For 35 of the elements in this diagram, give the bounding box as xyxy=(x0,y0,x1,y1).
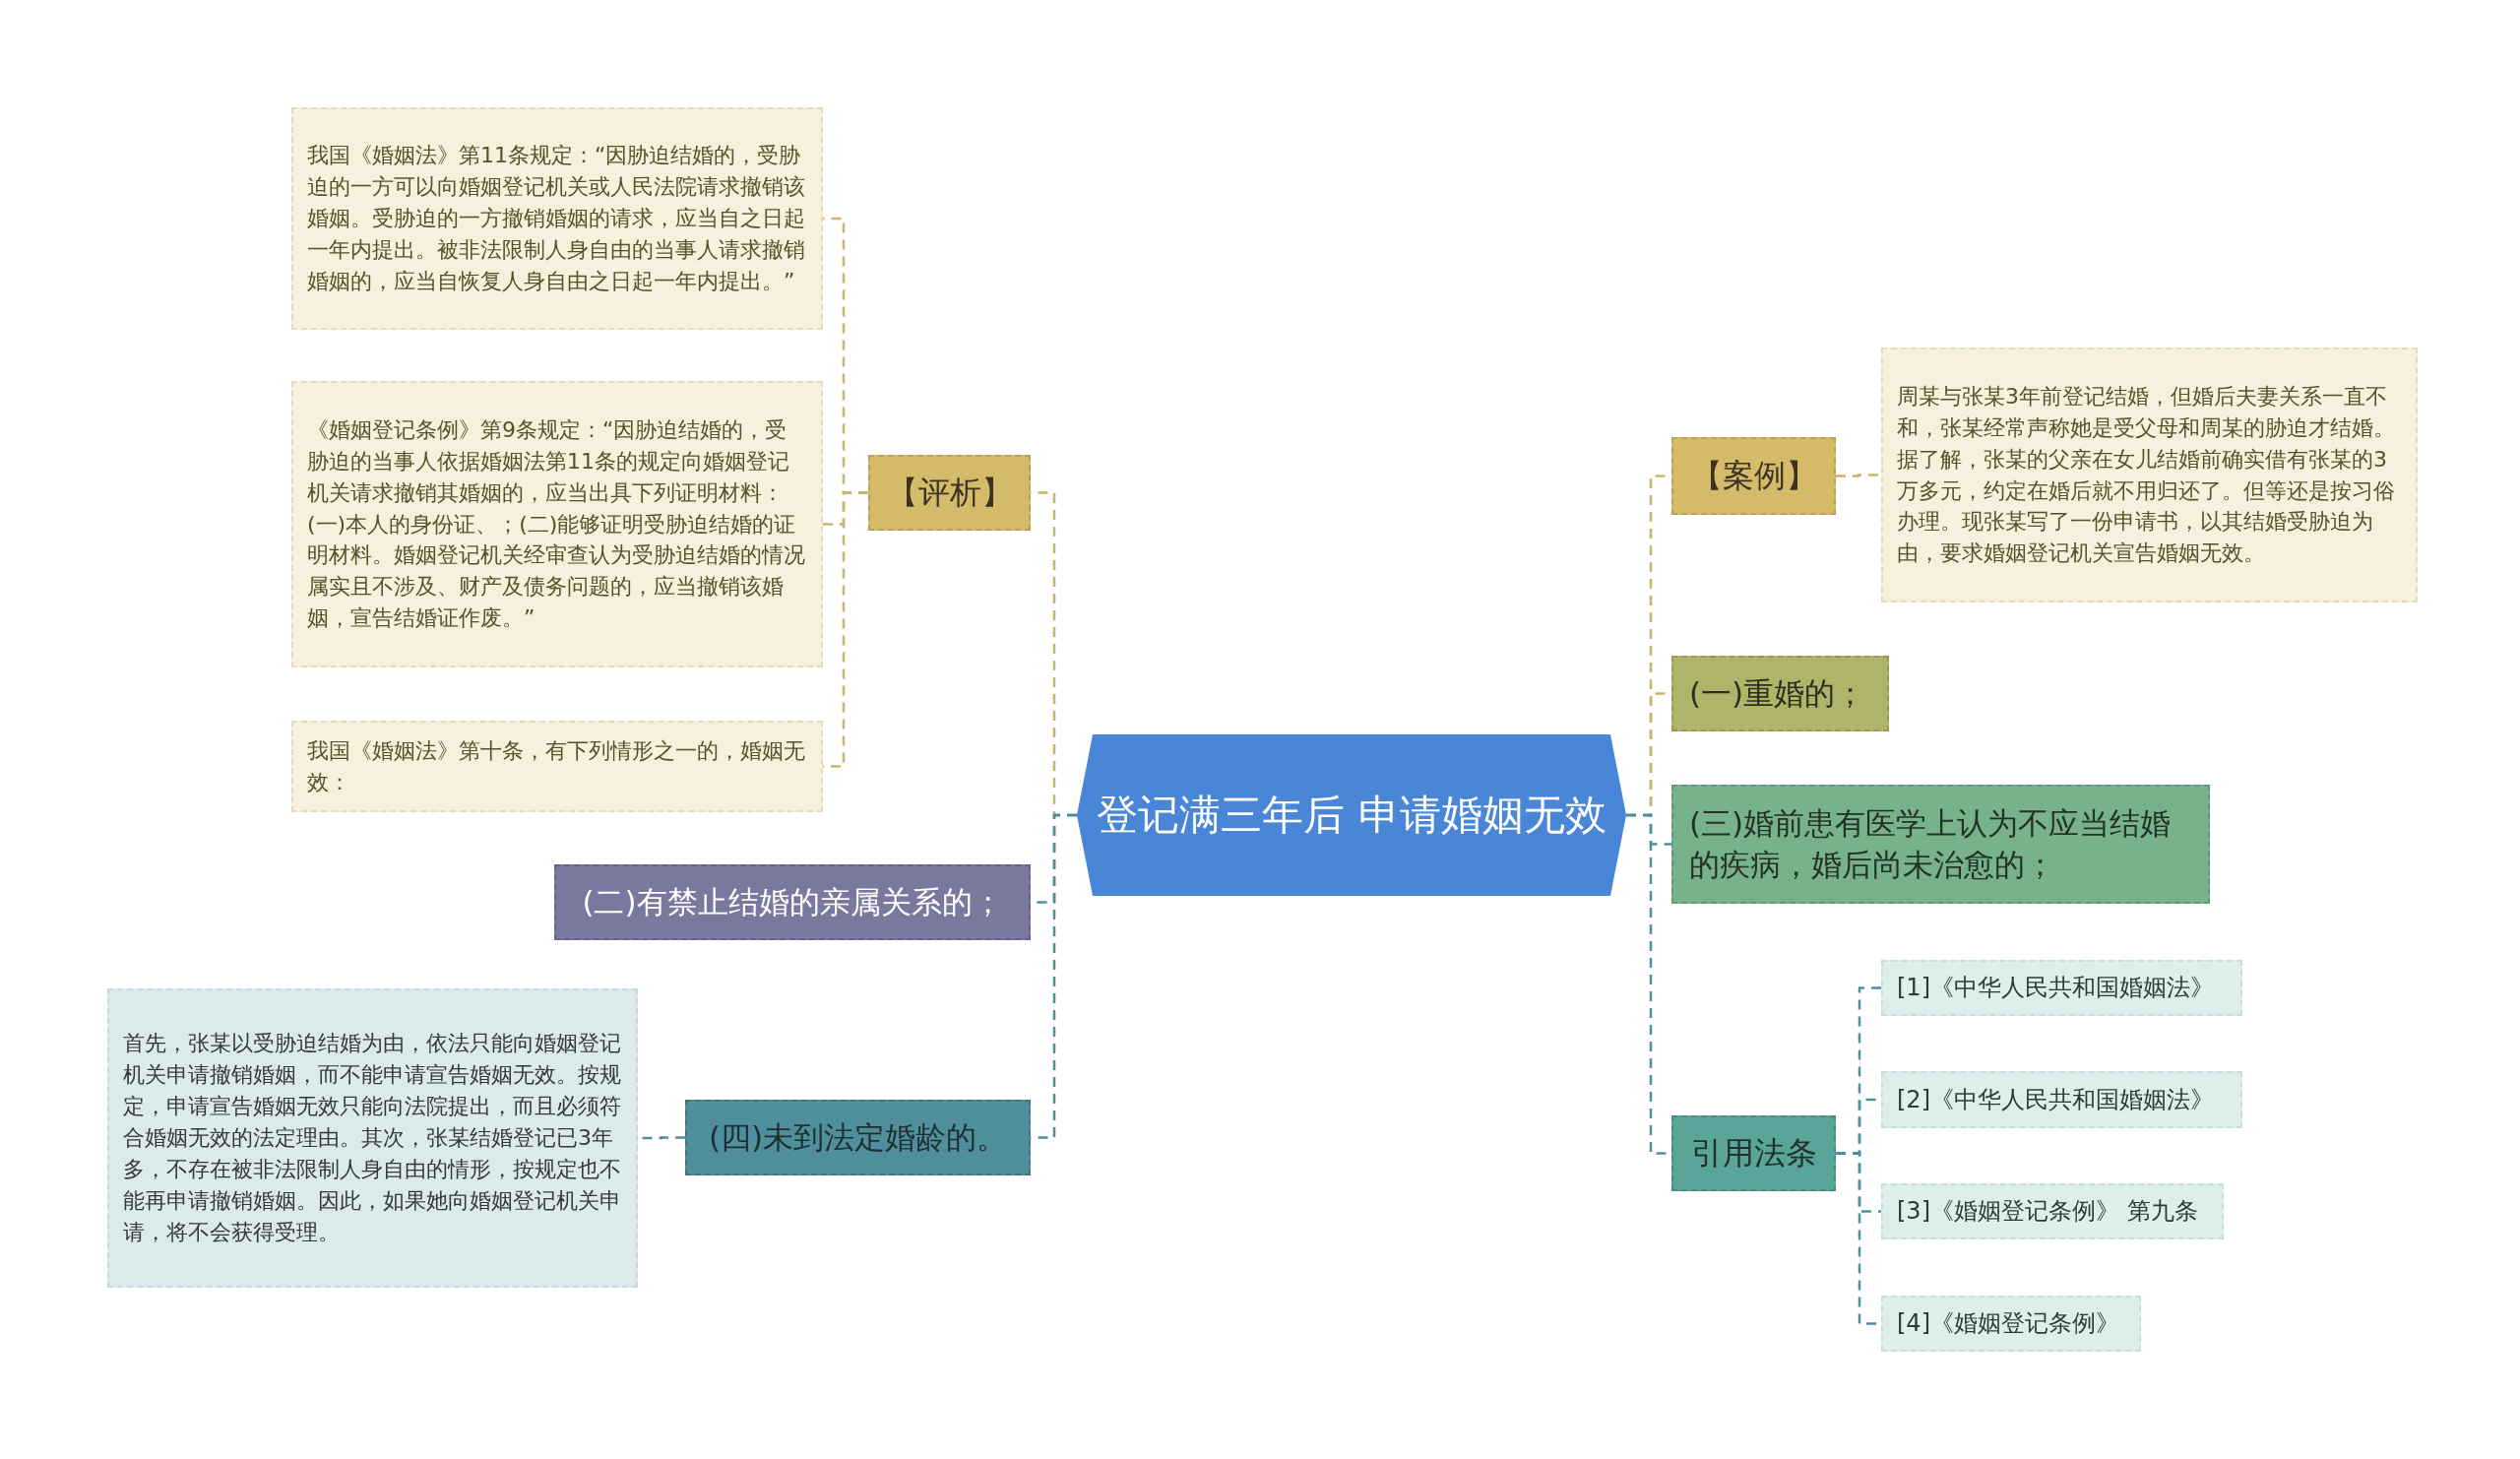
node-text: 登记满三年后 申请婚姻无效 xyxy=(1097,789,1606,841)
node-text: 引用法条 xyxy=(1690,1132,1817,1174)
note-box xyxy=(291,381,823,667)
topic-box xyxy=(1671,656,1889,731)
node-text: 【案例】 xyxy=(1690,455,1817,496)
reference-box xyxy=(1881,960,2242,1016)
note-box xyxy=(107,988,638,1288)
note-box xyxy=(291,107,823,330)
connector-line xyxy=(1836,474,1881,477)
reference-box xyxy=(1881,1296,2141,1352)
reference-box xyxy=(1881,1183,2224,1239)
topic-box xyxy=(868,455,1031,531)
node-text: [2]《中华人民共和国婚姻法》 xyxy=(1897,1084,2214,1115)
topic-box xyxy=(1671,1115,1836,1191)
node-text: 我国《婚姻法》第11条规定：“因胁迫结婚的，受胁迫的一方可以向婚姻登记机关或人民法院请求撤销该婚姻。受胁迫的一方撤销婚姻的请求，应当自之日起一年内提出。被非法限制人身自由的当事人请求撤销婚姻的，应当自恢复人身自由之日起一年内提出。” xyxy=(307,142,806,295)
node-text: (四)未到法定婚龄的。 xyxy=(708,1117,1008,1157)
node-text: 我国《婚姻法》第十条，有下列情形之一的，婚姻无效： xyxy=(307,736,806,796)
node-text: (一)重婚的； xyxy=(1689,673,1866,713)
node-text: [3]《婚姻登记条例》 第九条 xyxy=(1897,1196,2198,1228)
node-text: 首先，张某以受胁迫结婚为由，依法只能向婚姻登记机关申请撤销婚姻，而不能申请宣告婚姻无效。按规定，申请宣告婚姻无效只能向法院提出，而且必须符合婚姻无效的法定理由。其次，张某结婚登记已3年多，不存在被非法限制人身自由的情形，按规定也不能再申请撤销婚姻。因此，如果她向婚姻登记机关申请，将不会获得受理。 xyxy=(123,1030,622,1246)
node-text: 周某与张某3年前登记结婚，但婚后夫妻关系一直不和，张某经常声称她是受父母和周某的胁迫才结婚。据了解，张某的父亲在女儿结婚前确实借有张某的3万多元，约定在婚后就不用归还了。但等还是按习俗办理。现张某写了一份申请书，以其结婚受胁迫为由，要求婚姻登记机关宣告婚姻无效。 xyxy=(1897,382,2396,568)
topic-box xyxy=(554,864,1031,940)
node-text: [4]《婚姻登记条例》 xyxy=(1897,1308,2119,1340)
reference-box xyxy=(1881,1071,2242,1128)
topic-box xyxy=(1671,437,1836,515)
node-text: 【评析】 xyxy=(886,472,1013,513)
topic-box xyxy=(1671,785,2210,904)
node-text: [1]《中华人民共和国婚姻法》 xyxy=(1897,973,2214,1004)
note-box xyxy=(1881,348,2418,603)
central-topic xyxy=(1077,734,1626,896)
node-text: 《婚姻登记条例》第9条规定：“因胁迫结婚的，受胁迫的当事人依据婚姻法第11条的规定向婚姻登记机关请求撤销其婚姻的，应当出具下列证明材料：(一)本人的身份证、；(二)能够证明受胁迫结婚的证明材料。婚姻登记机关经审查认为受胁迫结婚的情况属实且不涉及、财产及债务问题的，应当撤销该婚姻，宣告结婚证作废。” xyxy=(307,415,806,633)
topic-box xyxy=(685,1100,1031,1175)
node-text: (三)婚前患有医学上认为不应当结婚的疾病，婚后尚未治愈的； xyxy=(1689,803,2173,884)
note-box xyxy=(291,721,823,812)
node-text: (二)有禁止结婚的亲属关系的； xyxy=(582,882,1003,921)
